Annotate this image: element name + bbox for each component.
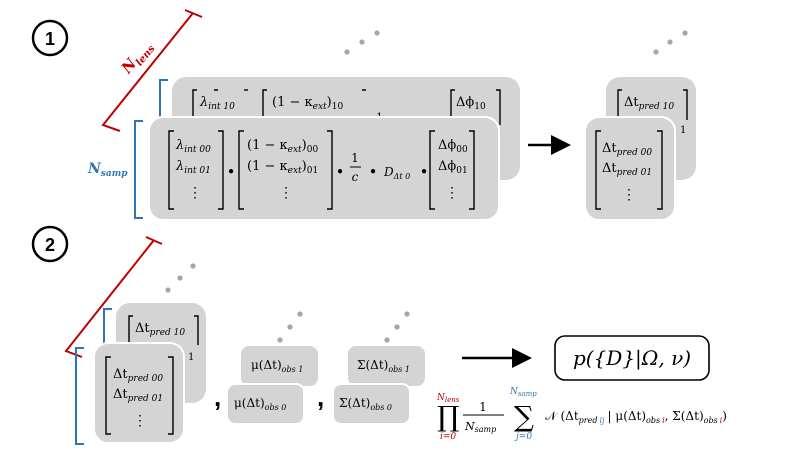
one-over-c: 1 c: [350, 151, 361, 184]
mu-obs-stack: μ(Δt)obs 1 μ(Δt)obs 0: [226, 346, 318, 425]
sigma-obs-stack: Σ(Δt)obs 1 Σ(Δt)obs 0: [332, 346, 425, 425]
svg-text:Δtpred 01: Δtpred 01: [113, 387, 163, 404]
svg-text:Δϕ00: Δϕ00: [438, 138, 468, 155]
svg-text:p({D}|Ω, ν): p({D}|Ω, ν): [573, 346, 691, 371]
svg-text:⋮: ⋮: [188, 185, 202, 201]
likelihood-box: p({D}|Ω, ν): [554, 335, 710, 381]
svg-text:Δϕ01: Δϕ01: [438, 159, 468, 176]
svg-text:Nlens: Nlens: [117, 37, 158, 80]
comma-1: ,: [214, 382, 221, 412]
phi-matrix: Δϕ00 Δϕ01 ⋮: [429, 130, 475, 210]
pred-stack-1: Δtpred 10 1 Δtpred 00 Δtpred 01 ⋮: [584, 77, 696, 221]
dot-operator: •: [227, 163, 236, 181]
svg-text:Nlens: Nlens: [436, 393, 460, 404]
svg-text:Δtpred 01: Δtpred 01: [602, 161, 652, 178]
distance-term: DΔt 0: [383, 165, 410, 181]
svg-text:1: 1: [45, 29, 55, 49]
n-samp-bracket: Nsamp: [87, 79, 168, 219]
svg-text:(1 − κext)10: (1 − κext)10: [272, 95, 343, 112]
svg-text:(1 − κext)01: (1 − κext)01: [247, 159, 318, 176]
lambda-matrix: λint 00 λint 01 ⋮: [168, 130, 224, 210]
svg-text:⋮: ⋮: [622, 187, 636, 203]
svg-text:⋮: ⋮: [133, 413, 147, 429]
svg-text:μ(Δt)obs 1: μ(Δt)obs 1: [251, 358, 303, 374]
sample-panel-front: λint 00 λint 01 ⋮ • (1 − κext)00 (1 − κe…: [148, 116, 500, 221]
svg-text:Δtpred 10: Δtpred 10: [624, 95, 674, 112]
svg-text:Δtpred 00: Δtpred 00: [113, 367, 163, 384]
svg-text:λint 01: λint 01: [175, 159, 211, 176]
svg-text:Δϕ10: Δϕ10: [456, 95, 486, 112]
svg-text:j=0: j=0: [514, 432, 532, 442]
svg-text:•: •: [336, 163, 345, 181]
svg-text:•: •: [369, 163, 378, 181]
pred-stack-2: Δtpred 10 1 Δtpred 00 Δtpred 01 ⋮: [93, 303, 206, 444]
svg-text:1: 1: [479, 400, 487, 414]
svg-text:(1 − κext)00: (1 − κext)00: [247, 138, 318, 155]
svg-text:1: 1: [680, 125, 686, 136]
svg-text:Nsamp: Nsamp: [87, 161, 128, 179]
svg-text:λint 00: λint 00: [175, 138, 211, 155]
svg-text:•: •: [420, 163, 429, 181]
svg-text:⋮: ⋮: [445, 185, 459, 201]
ellipsis-dots-1: [344, 30, 688, 55]
svg-text:2: 2: [45, 235, 55, 255]
n-samp-bracket-2: [103, 308, 112, 345]
likelihood-formula: Nlens ∏ i=0 1 Nsamp Nsamp ∑ j=0 𝒩(Δtpred…: [436, 387, 727, 442]
step-1-badge: 1: [31, 19, 69, 57]
svg-text:∏: ∏: [437, 400, 459, 433]
svg-text:μ(Δt)obs 0: μ(Δt)obs 0: [234, 396, 286, 412]
svg-text:c: c: [352, 170, 359, 184]
svg-text:∑: ∑: [514, 400, 534, 433]
svg-text:1: 1: [351, 151, 359, 165]
kappa-matrix: (1 − κext)00 (1 − κext)01 ⋮: [238, 130, 333, 210]
svg-text:⋮: ⋮: [279, 185, 293, 201]
ellipsis-dots-2: [165, 263, 410, 343]
svg-text:Nsamp: Nsamp: [464, 420, 496, 434]
step-2-badge: 2: [31, 225, 69, 263]
comma-2: ,: [317, 382, 324, 412]
svg-text:1: 1: [188, 352, 194, 363]
svg-text:Σ(Δt)obs 1: Σ(Δt)obs 1: [357, 358, 410, 374]
svg-text:Σ(Δt)obs 0: Σ(Δt)obs 0: [339, 396, 392, 412]
svg-text:Δtpred 00: Δtpred 00: [602, 141, 652, 158]
svg-text:Δtpred 10: Δtpred 10: [135, 321, 185, 338]
svg-text:i=0: i=0: [440, 432, 456, 442]
svg-text:Nsamp: Nsamp: [509, 387, 537, 398]
svg-text:λint 10: λint 10: [199, 95, 235, 112]
